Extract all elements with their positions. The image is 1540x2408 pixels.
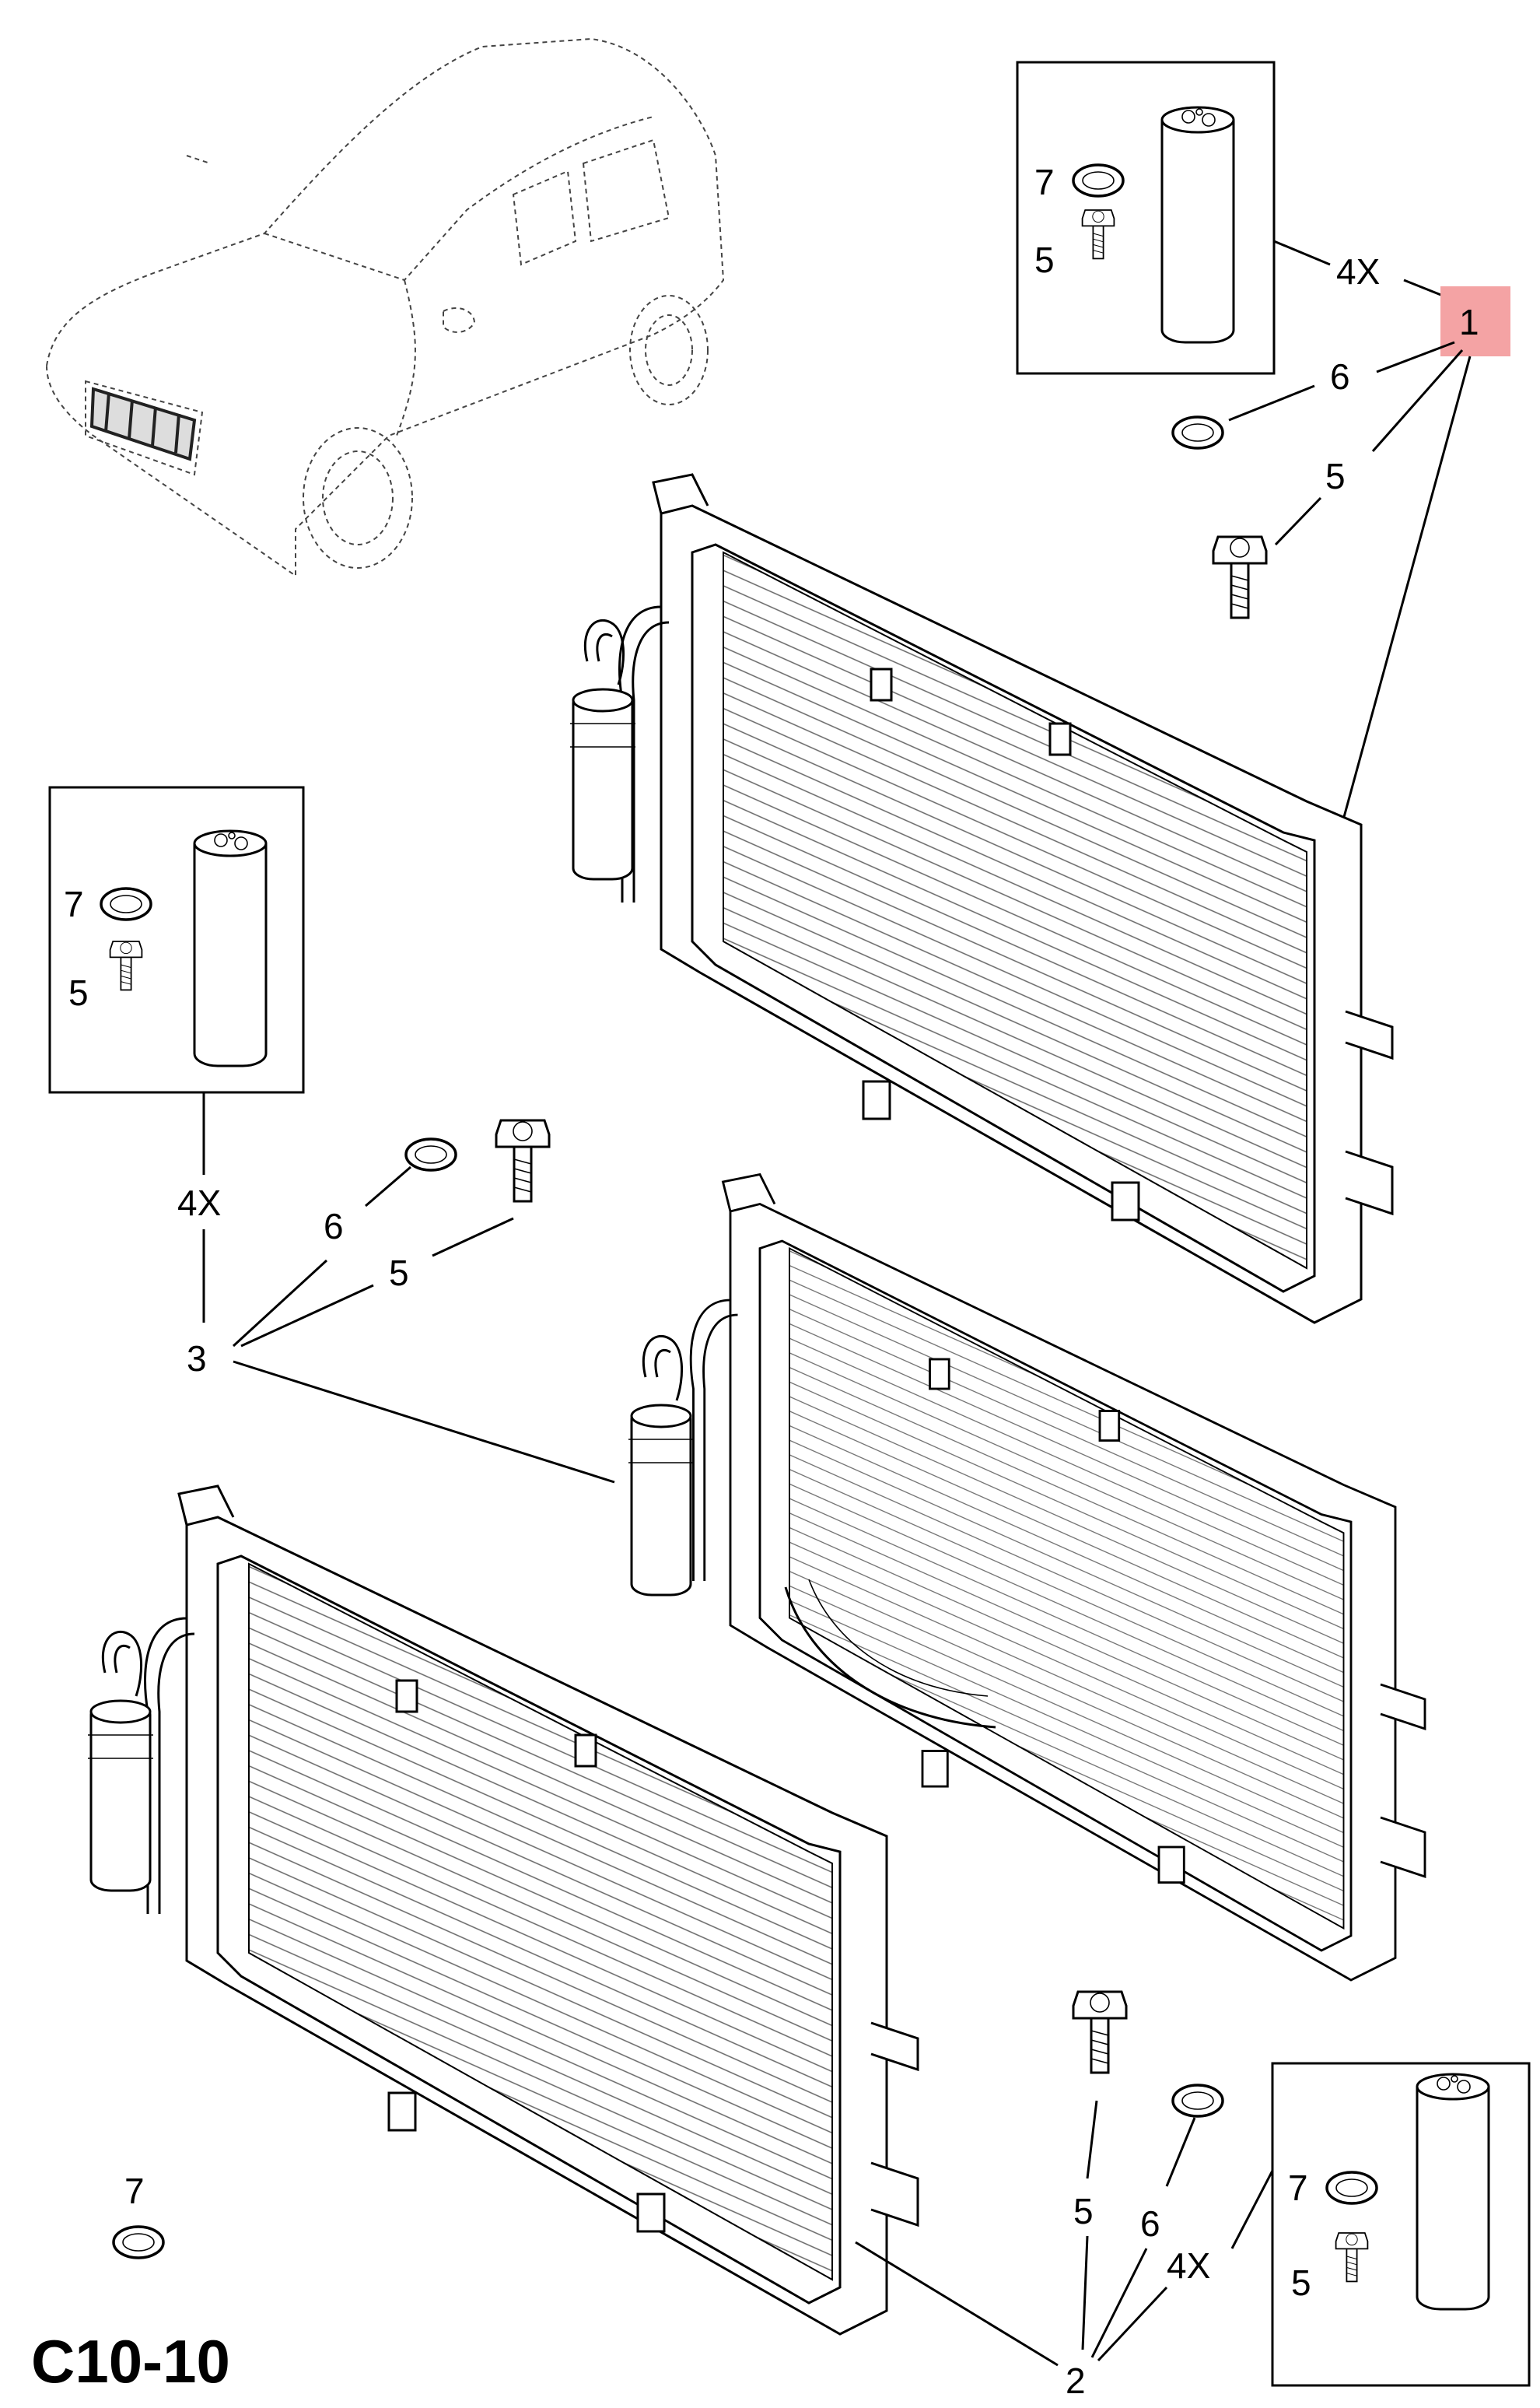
callout-part-1: 1 bbox=[1459, 302, 1479, 342]
o-ring-icon bbox=[1325, 2171, 1378, 2205]
bolt-icon bbox=[109, 941, 143, 991]
detail-box-left bbox=[48, 786, 305, 1094]
diagram-code: C10-10 bbox=[31, 2327, 230, 2396]
receiver-drier-icon bbox=[193, 829, 268, 1067]
callout-top-seal: 6 bbox=[1330, 356, 1350, 397]
detail-box-right bbox=[1271, 2062, 1531, 2387]
bolt-icon bbox=[1072, 1990, 1128, 2074]
callout-top-box-qty: 4X bbox=[1336, 251, 1380, 292]
receiver-drier-icon bbox=[569, 619, 637, 881]
bolt-icon bbox=[1081, 209, 1115, 260]
detail-box-top bbox=[1016, 61, 1276, 375]
bolt-icon bbox=[495, 1119, 551, 1203]
callout-part-3: 3 bbox=[187, 1338, 207, 1379]
highlight-part-1 bbox=[1440, 286, 1510, 356]
o-ring-icon bbox=[404, 1137, 457, 1172]
receiver-drier-icon bbox=[1416, 2073, 1490, 2311]
callout-mid-bolt: 5 bbox=[389, 1253, 409, 1293]
o-ring-icon bbox=[100, 887, 152, 921]
callout-bottom-seal: 6 bbox=[1140, 2203, 1160, 2244]
callout-left-box-seal: 7 bbox=[64, 884, 84, 924]
o-ring-icon bbox=[1171, 2084, 1224, 2118]
callout-part-2: 2 bbox=[1066, 2361, 1086, 2401]
receiver-drier-icon bbox=[1160, 106, 1235, 344]
callout-right-box-seal: 7 bbox=[1288, 2168, 1308, 2208]
callout-right-box-bolt: 5 bbox=[1291, 2263, 1311, 2303]
o-ring-icon bbox=[1171, 415, 1224, 450]
callout-loose-seal: 7 bbox=[124, 2171, 145, 2211]
callout-left-box-qty: 4X bbox=[177, 1183, 221, 1223]
receiver-drier-icon bbox=[627, 1334, 695, 1597]
vehicle-outline-icon bbox=[45, 37, 725, 577]
condenser-icon bbox=[618, 473, 1394, 1324]
bolt-icon bbox=[1212, 535, 1268, 619]
bolt-icon bbox=[1335, 2232, 1369, 2283]
callout-bottom-qty: 4X bbox=[1167, 2245, 1210, 2286]
callout-mid-seal: 6 bbox=[324, 1206, 344, 1246]
receiver-drier-icon bbox=[86, 1630, 155, 1892]
callout-top-bolt: 5 bbox=[1325, 456, 1346, 496]
callout-top-box-bolt: 5 bbox=[1034, 240, 1055, 280]
callout-top-box-seal: 7 bbox=[1034, 162, 1055, 202]
callout-left-box-bolt: 5 bbox=[68, 973, 89, 1013]
o-ring-icon bbox=[112, 2225, 165, 2259]
callout-bottom-bolt: 5 bbox=[1073, 2191, 1094, 2231]
o-ring-icon bbox=[1072, 163, 1125, 198]
